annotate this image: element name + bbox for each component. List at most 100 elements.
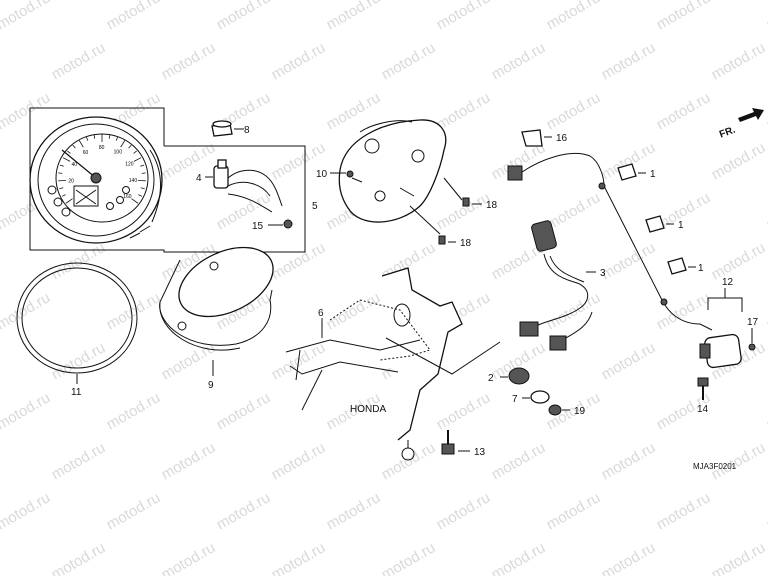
part-labels: 8 4 15 5 10 18 18 16 1 1 1 3 12 17 14 6 … [71, 125, 759, 471]
watermark-text: motod.ru [599, 239, 659, 283]
watermark-text: motod.ru [0, 89, 53, 133]
dial-number: 120 [125, 162, 134, 168]
watermark-text: motod.ru [654, 89, 714, 133]
watermark-text: motod.ru [269, 239, 329, 283]
watermark-text: motod.ru [49, 539, 109, 576]
part-number-13: 13 [474, 447, 486, 458]
part-number-16: 16 [556, 133, 568, 144]
dial-tick [61, 194, 66, 197]
part-number-17: 17 [747, 317, 759, 328]
meter-cover-icon [159, 246, 274, 376]
watermark-text: motod.ru [434, 489, 494, 533]
front-direction-arrow-icon [738, 108, 764, 122]
watermark-text: motod.ru [599, 39, 659, 83]
watermark-text: motod.ru [599, 439, 659, 483]
part-number-4: 4 [196, 173, 202, 184]
part-number-7: 7 [512, 394, 518, 405]
watermark-text: motod.ru [49, 39, 109, 83]
dial-tick [85, 136, 89, 141]
watermark-text: motod.ru [709, 139, 768, 183]
watermark-text: motod.ru [379, 39, 439, 83]
dial-number: 40 [71, 162, 77, 168]
watermark-text: motod.ru [764, 489, 768, 533]
part-number-12: 12 [722, 277, 734, 288]
dial-number: 80 [99, 145, 105, 151]
watermark-text: motod.ru [159, 539, 219, 576]
watermark-text: motod.ru [489, 539, 549, 576]
meter-case-icon [330, 119, 463, 235]
watermark-text: motod.ru [159, 439, 219, 483]
watermark-text: motod.ru [214, 189, 274, 233]
watermark-text: motod.ru [544, 289, 604, 333]
dial-tick [140, 187, 145, 190]
sensor-bolt-icon [697, 377, 709, 400]
dial-tick [133, 150, 137, 154]
watermark-text: motod.ru [49, 339, 109, 383]
watermark-text: motod.ru [104, 389, 164, 433]
watermark-text: motod.ru [764, 89, 768, 133]
diagram-code: MJA3F0201 [693, 462, 737, 471]
part-number-18-lower: 18 [460, 238, 472, 249]
cable-clip-icon [617, 163, 646, 181]
dial-tick [137, 179, 146, 182]
part-number-5: 5 [312, 201, 318, 212]
watermark-text: motod.ru [214, 0, 274, 33]
watermark-text: motod.ru [159, 39, 219, 83]
watermark-text: motod.ru [434, 0, 494, 33]
watermark-text: motod.ru [434, 389, 494, 433]
watermark-text: motod.ru [764, 189, 768, 233]
watermark-text: motod.ru [0, 389, 53, 433]
dial-number: 160 [123, 194, 132, 200]
part-number-6: 6 [318, 308, 324, 319]
watermark-text: motod.ru [0, 489, 53, 533]
part-number-1-middle: 1 [678, 220, 684, 231]
watermark-text: motod.ru [0, 0, 53, 33]
watermark-text: motod.ru [269, 439, 329, 483]
watermark-text: motod.ru [544, 489, 604, 533]
watermark-text: motod.ru [49, 239, 109, 283]
watermark-text: motod.ru [764, 289, 768, 333]
dial-tick [115, 136, 119, 141]
watermark-text: motod.ru [104, 0, 164, 33]
dial-tick [138, 194, 143, 197]
screw-icon [268, 219, 293, 229]
watermark-text: motod.ru [49, 439, 109, 483]
watermark-text: motod.ru [654, 289, 714, 333]
dial-tick [131, 198, 139, 204]
dial-tick [59, 187, 64, 190]
nut-icon [548, 404, 570, 416]
watermark-text: motod.ru [214, 489, 274, 533]
dial-tick [140, 164, 145, 167]
cable-clip-icon [667, 257, 696, 275]
bracket-logo-text: HONDA [350, 404, 386, 415]
needle-hub [90, 172, 102, 184]
dial-tick [65, 198, 73, 204]
watermark-text: motod.ru [104, 489, 164, 533]
dial-tick [128, 144, 132, 149]
dial-number: 20 [68, 179, 74, 185]
bolt-icon [462, 197, 482, 207]
part-number-1-top: 1 [650, 169, 656, 180]
watermark-text: motod.ru [544, 189, 604, 233]
meter-assembly-group [29, 107, 306, 253]
dial-number: 60 [83, 150, 89, 156]
part-number-3: 3 [600, 268, 606, 279]
watermark-text: motod.ru [324, 289, 384, 333]
watermark-text: motod.ru [709, 539, 768, 576]
watermark-text: motod.ru [709, 239, 768, 283]
needle [61, 149, 97, 179]
part-number-11: 11 [71, 387, 82, 398]
bolt-icon [438, 235, 456, 245]
part-number-9: 9 [208, 380, 214, 391]
dial-tick [93, 134, 96, 139]
rubber-grommet-icon [500, 367, 530, 385]
odometer-window [73, 185, 99, 207]
wire-harness-icon [519, 220, 596, 351]
meter-ring-gasket-icon [16, 262, 138, 384]
dial-tick [72, 144, 76, 149]
watermark-text: motod.ru [269, 539, 329, 576]
part-number-14: 14 [697, 404, 709, 415]
part-number-2: 2 [488, 373, 494, 384]
